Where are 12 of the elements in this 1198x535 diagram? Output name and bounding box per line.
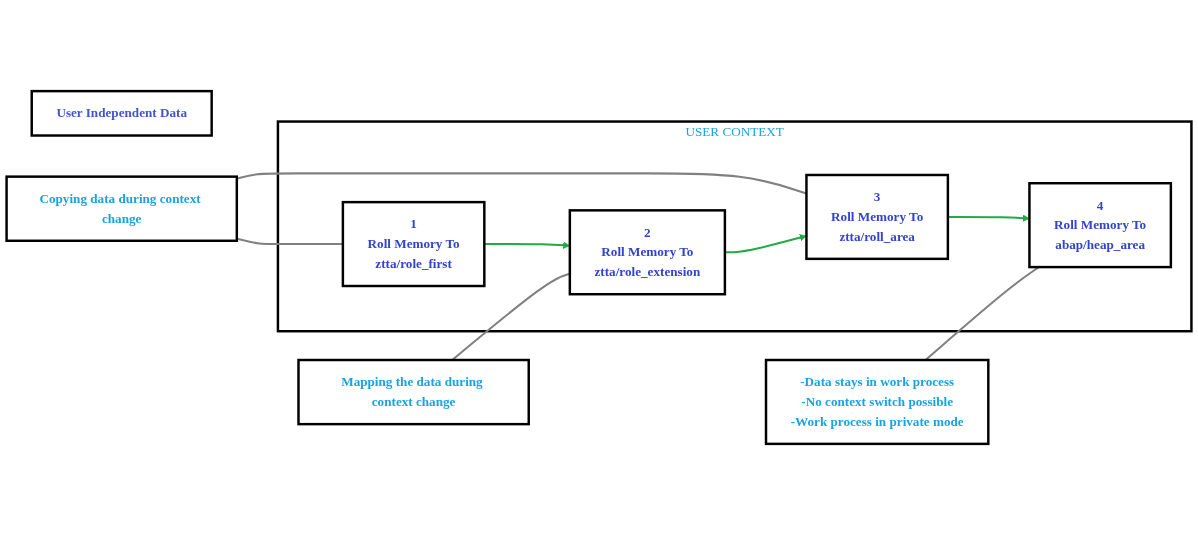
arrow bbox=[947, 214, 1030, 222]
connector bbox=[236, 237, 343, 246]
node-box: -Data stays in work process -No context switch possible -Work process in private mode bbox=[764, 358, 990, 446]
connector bbox=[236, 172, 807, 195]
node-box: 3 Roll Memory To ztta/roll_area bbox=[805, 173, 950, 261]
node-box: 1 Roll Memory To ztta/role_first bbox=[341, 200, 486, 288]
node-box: Copying data during context change bbox=[5, 175, 239, 242]
arrow bbox=[724, 234, 807, 254]
node-box: 2 Roll Memory To ztta/role_extension bbox=[568, 209, 727, 296]
node-box: Mapping the data during context change bbox=[297, 358, 530, 426]
node-box: User Independent Data bbox=[30, 89, 213, 137]
node-box: 4 Roll Memory To abap/heap_area bbox=[1028, 182, 1173, 269]
